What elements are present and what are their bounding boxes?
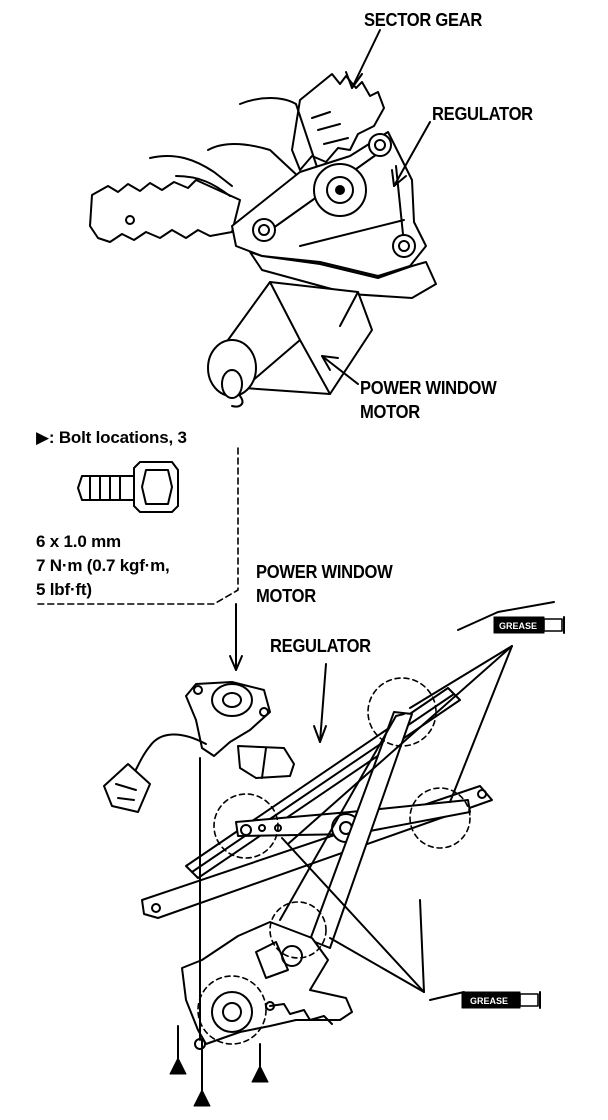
grease-label-bottom: GREASE: [470, 996, 508, 1006]
top-assembly-illustration: [89, 73, 437, 408]
motor-cable: [131, 733, 207, 777]
label-motor-top-line2: MOTOR: [360, 402, 420, 422]
bolt-torque-line1: 7 N·m (0.7 kgf·m,: [36, 556, 170, 575]
bolt-locations-text: : Bolt locations, 3: [48, 428, 187, 447]
main-arm: [309, 711, 413, 949]
label-motor-top-line1: POWER WINDOW: [360, 378, 497, 398]
sector-gear-teeth: [291, 73, 385, 171]
bolt-illustration: [77, 461, 179, 513]
bottom-regulator-assembly: [103, 681, 493, 1050]
bolt-top: [368, 133, 392, 157]
top-leader-lines: [321, 29, 431, 385]
label-regulator-top: REGULATOR: [432, 104, 533, 124]
label-regulator-bottom: REGULATOR: [270, 636, 371, 656]
sector-plate-left: [89, 179, 241, 243]
bolt-left: [252, 218, 276, 242]
bottom-leader-lines: [229, 603, 513, 993]
label-motor-bottom-line2: MOTOR: [256, 586, 316, 606]
regulator-hub-inner: [326, 176, 354, 204]
bolt-torque-line2: 5 lbf·ft): [36, 580, 92, 599]
bolt-size: 6 x 1.0 mm: [36, 532, 121, 551]
label-sector-gear: SECTOR GEAR: [364, 10, 483, 30]
bolt-right: [392, 234, 416, 258]
bolt-spec-frame: [37, 447, 239, 605]
label-motor-bottom-line1: POWER WINDOW: [256, 562, 393, 582]
bolt-locations-title: ▶: Bolt locations, 3: [36, 428, 187, 448]
bolt-location-markers: [169, 1025, 269, 1107]
grease-label-top: GREASE: [499, 621, 537, 631]
motor-mount: [249, 251, 437, 299]
plate-hole: [125, 215, 135, 225]
grease-tube-bottom: GREASE: [429, 991, 541, 1009]
bolt-marker-icon: ▶: [36, 428, 49, 447]
grease-tube-top: GREASE: [457, 601, 565, 634]
